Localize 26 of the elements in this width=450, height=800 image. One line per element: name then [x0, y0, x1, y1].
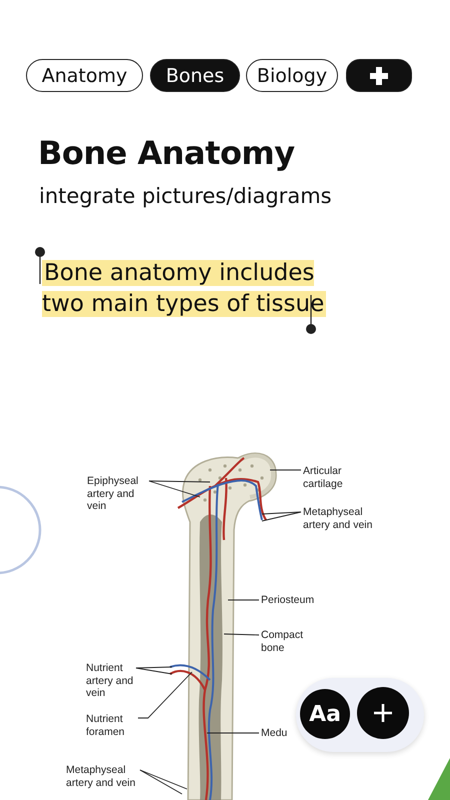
tag-chip: Anatomy — [26, 59, 143, 92]
leader-line — [136, 666, 172, 668]
part-label: Medu — [261, 727, 293, 740]
leader-line — [148, 480, 210, 482]
part-label: Metaphyseal artery and vein — [303, 506, 373, 531]
leader-line — [140, 770, 182, 794]
subtitle: integrate pictures/diagrams — [39, 184, 332, 208]
part-label: Metaphyseal artery and vein — [66, 764, 150, 789]
leader-line — [206, 732, 260, 734]
part-label: Epiphyseal artery and vein — [87, 475, 147, 512]
part-label: Nutrient foramen — [86, 713, 136, 738]
part-label: Articular cartilage — [303, 465, 363, 490]
leader-line — [148, 480, 200, 498]
part-label: Nutrient artery and vein — [86, 662, 134, 700]
leader-line — [136, 668, 172, 674]
page-title: Bone Anatomy — [38, 134, 295, 172]
leader-line — [262, 512, 302, 514]
leader-line — [262, 512, 302, 522]
leader-line — [138, 672, 192, 718]
circle-outline — [0, 486, 42, 574]
leader-line — [224, 634, 260, 636]
tag-chip: Biology — [246, 59, 338, 92]
part-label: Periosteum — [261, 594, 321, 606]
leader-line — [140, 770, 188, 790]
part-label: Compact bone — [261, 629, 321, 654]
tag-chip: Bones — [150, 59, 240, 92]
